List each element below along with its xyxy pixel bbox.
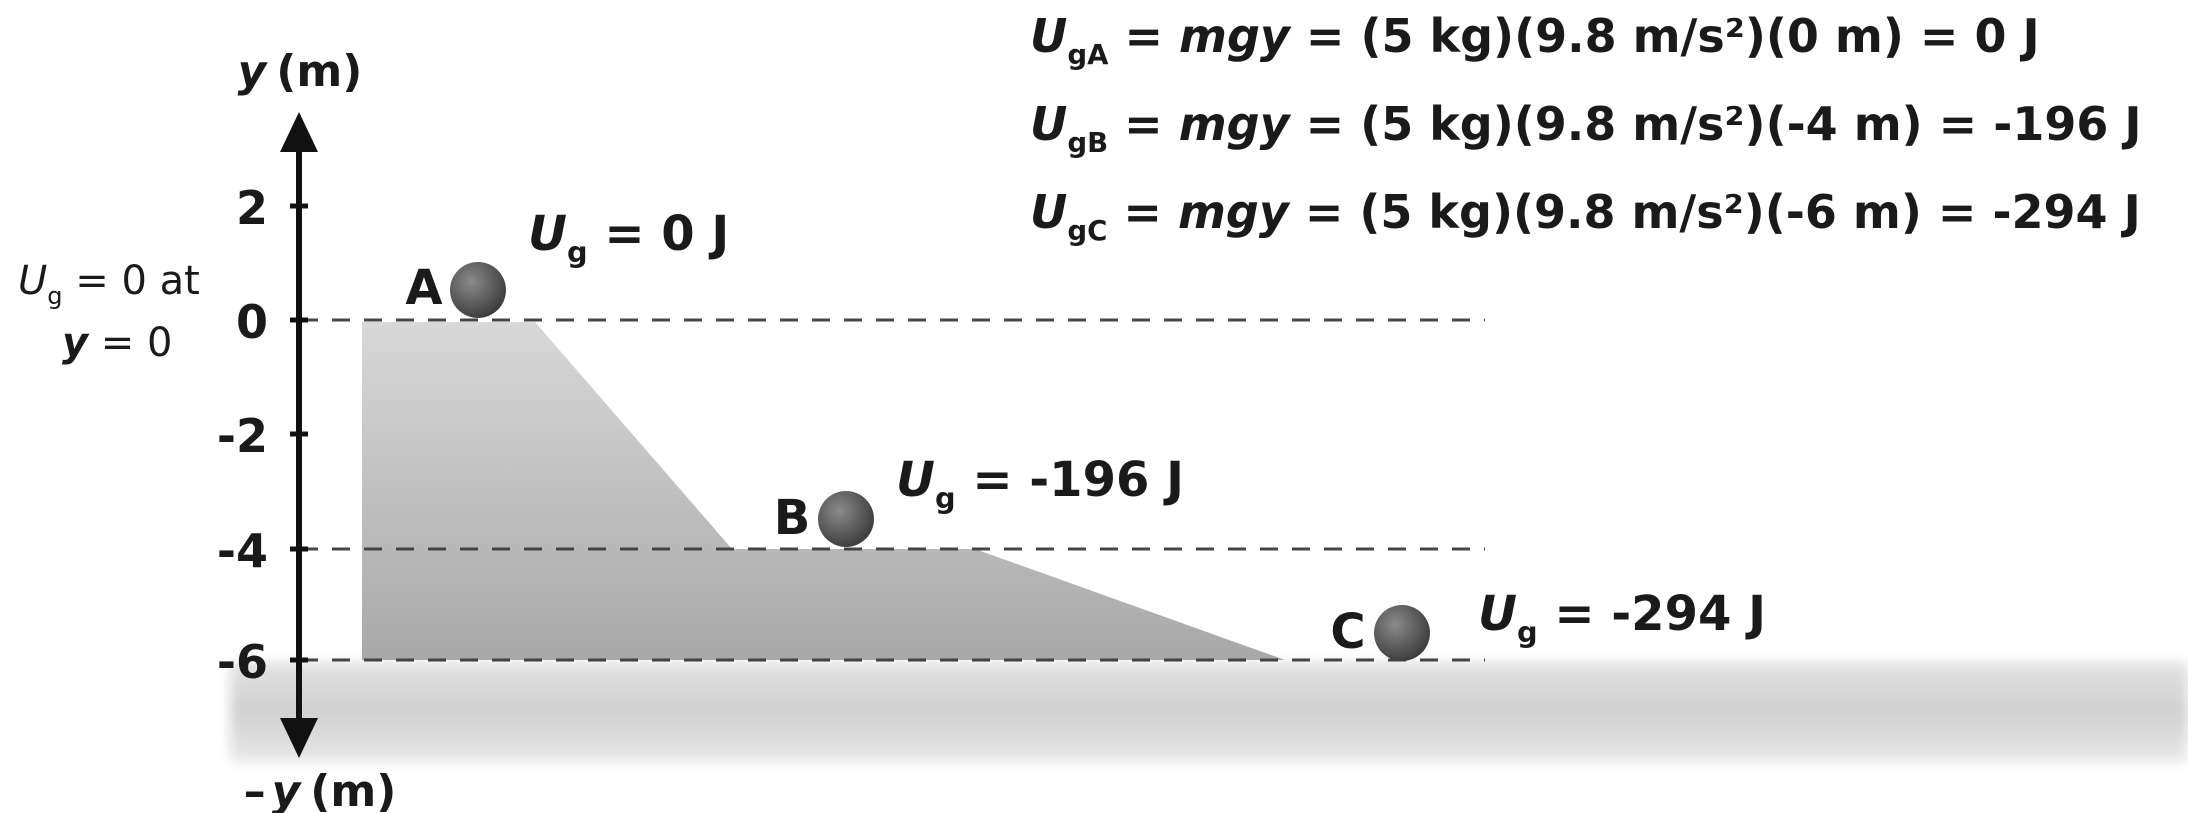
ug-label-b: Ug = -196 J (896, 452, 1184, 515)
tick-label-neg4: -4 (217, 524, 268, 578)
reference-note-line2: y = 0 (62, 320, 172, 366)
tick-label-2: 2 (236, 181, 268, 235)
y-axis-top-label: y(m) (238, 46, 363, 97)
equation-b: UgB = mgy = (5 kg)(9.8 m/s²)(-4 m) = -19… (1030, 97, 2141, 159)
ball-a (450, 262, 506, 318)
ground-surface (230, 662, 2188, 762)
equation-a: UgA = mgy = (5 kg)(9.8 m/s²)(0 m) = 0 J (1030, 9, 2040, 71)
tick-label-0: 0 (236, 295, 268, 349)
ball-b (818, 491, 874, 547)
tick-label-neg6: -6 (217, 635, 268, 689)
point-c-label: C (1330, 604, 1365, 660)
y-axis-down-arrow (280, 718, 318, 758)
y-axis-bottom-label: –y(m) (244, 766, 397, 813)
y-axis-up-arrow (280, 112, 318, 152)
point-a-label: A (405, 260, 442, 316)
ball-c (1374, 605, 1430, 661)
ramp-shape (362, 322, 1285, 660)
tick-label-neg2: -2 (217, 409, 268, 463)
equation-c: UgC = mgy = (5 kg)(9.8 m/s²)(-6 m) = -29… (1030, 185, 2141, 247)
reference-note-line1: Ug = 0 at (18, 258, 200, 310)
point-b-label: B (774, 490, 811, 546)
ug-label-a: Ug = 0 J (528, 206, 729, 269)
ug-label-c: Ug = -294 J (1478, 586, 1766, 649)
